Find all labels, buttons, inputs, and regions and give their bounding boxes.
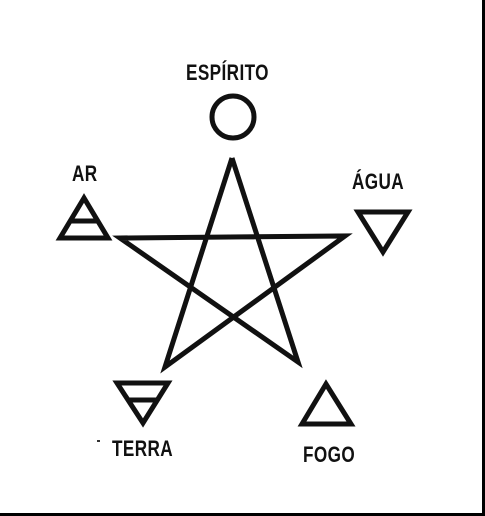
- pentagram-star: [112, 157, 353, 374]
- earth-label: TERRA: [112, 436, 174, 461]
- earth-triangle-down-with-bar-icon: [112, 380, 173, 428]
- water-label: ÁGUA: [352, 169, 405, 194]
- fire-triangle-up-icon: [297, 379, 356, 427]
- air-label: AR: [72, 161, 98, 186]
- spirit-label: ESPÍRITO: [186, 60, 269, 85]
- spirit-circle-icon: [209, 93, 257, 141]
- air-triangle-up-with-bar-icon: [55, 193, 113, 241]
- water-triangle-down-icon: [353, 209, 413, 257]
- ink-speck: [97, 440, 100, 442]
- frame-edge-bottom: [0, 513, 485, 516]
- frame-edge-right: [482, 0, 485, 516]
- fire-label: FOGO: [303, 442, 356, 467]
